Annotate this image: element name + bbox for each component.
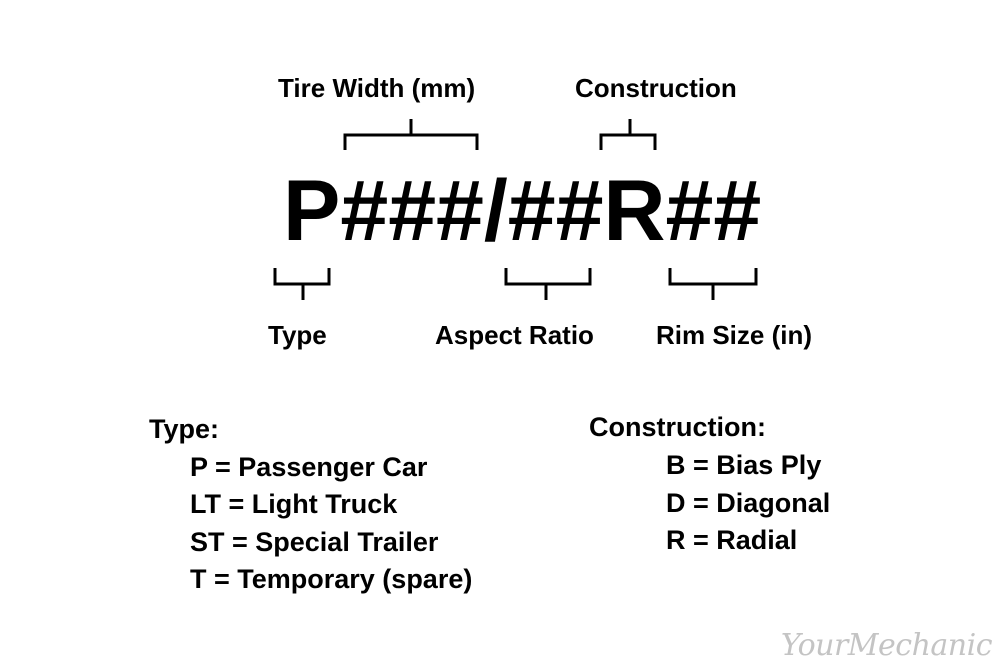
type-bracket	[273, 268, 331, 300]
type-label: Type	[268, 320, 327, 350]
construction-bracket	[599, 119, 657, 150]
type-legend-item: P = Passenger Car	[190, 452, 428, 482]
rim-size-bracket	[668, 268, 758, 300]
type-legend-item: ST = Special Trailer	[190, 527, 439, 557]
tire-size-code: P###/##R##	[283, 163, 762, 259]
type-legend-heading: Type:	[149, 414, 220, 444]
type-legend-item: T = Temporary (spare)	[190, 564, 473, 594]
tire-width-label: Tire Width (mm)	[278, 73, 476, 103]
construction-legend-item: B = Bias Ply	[666, 450, 822, 480]
aspect-ratio-label: Aspect Ratio	[435, 320, 594, 350]
yourmechanic-logo: YourMechanic	[780, 628, 993, 663]
construction-legend-item: R = Radial	[666, 525, 798, 555]
construction-legend-heading: Construction:	[589, 412, 766, 442]
tire-width-bracket	[343, 119, 479, 150]
construction-label: Construction	[575, 73, 737, 103]
type-legend-item: LT = Light Truck	[190, 489, 398, 519]
aspect-ratio-bracket	[504, 268, 592, 300]
construction-legend-item: D = Diagonal	[666, 488, 831, 518]
rim-size-label: Rim Size (in)	[656, 320, 813, 350]
